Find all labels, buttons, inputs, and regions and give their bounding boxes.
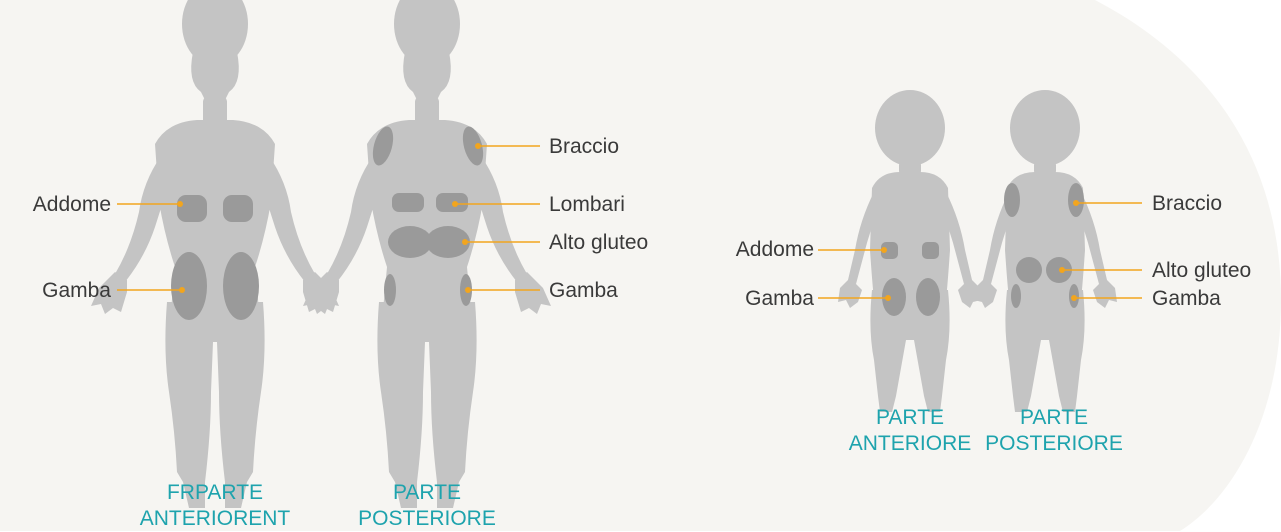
adult-back-buttock-dot — [462, 239, 468, 245]
adult-back-arm-dot — [475, 143, 481, 149]
adult-front-abdomen-zone-left — [177, 195, 207, 222]
adult-front-leg-zone-right — [223, 252, 259, 320]
adult-front-leg-label: Gamba — [42, 280, 111, 301]
child-back-arm-label: Braccio — [1152, 193, 1222, 214]
child-back-leg-dot — [1071, 295, 1077, 301]
adult-back-arm-label: Braccio — [549, 136, 619, 157]
adult-back-lower-back-zone-right — [436, 193, 468, 212]
adult-back-lower-back-zone-left — [392, 193, 424, 212]
child-front-abdomen-zone-right — [922, 242, 939, 259]
child-back-caption-line2: POSTERIORE — [984, 431, 1124, 457]
adult-back-leg-dot — [465, 287, 471, 293]
child-front-caption: PARTE ANTERIORE — [840, 405, 980, 457]
child-front-abdomen-dot — [881, 247, 887, 253]
adult-back-buttock-zone-left — [388, 226, 432, 258]
child-back-arm-dot — [1073, 200, 1079, 206]
adult-front-abdomen-zone-right — [223, 195, 253, 222]
child-back-arm-zone-left — [1004, 183, 1020, 217]
adult-front-leg-dot — [179, 287, 185, 293]
adult-front-abdomen-label: Addome — [33, 194, 111, 215]
child-back-caption: PARTE POSTERIORE — [984, 405, 1124, 457]
child-back-caption-line1: PARTE — [984, 405, 1124, 431]
child-front-leg-zone-right — [916, 278, 940, 316]
child-front-leg-label: Gamba — [745, 288, 814, 309]
child-back-buttock-dot — [1059, 267, 1065, 273]
adult-back-caption-line2: POSTERIORE — [327, 506, 527, 532]
adult-front-caption: FRPARTE ANTERIORENT — [115, 480, 315, 532]
child-back-leg-zone-left — [1011, 284, 1021, 308]
child-back-buttock-zone-left — [1016, 257, 1042, 283]
adult-back-buttock-label: Alto gluteo — [549, 232, 648, 253]
child-front-caption-line1: PARTE — [840, 405, 980, 431]
adult-back-leg-label: Gamba — [549, 280, 618, 301]
adult-front-caption-line1: FRPARTE — [115, 480, 315, 506]
adult-front-caption-line2: ANTERIORENT — [115, 506, 315, 532]
adult-back-lower-back-label: Lombari — [549, 194, 625, 215]
child-back-buttock-label: Alto gluteo — [1152, 260, 1251, 281]
adult-back-leg-zone-left — [384, 274, 396, 306]
adult-back-lower-back-dot — [452, 201, 458, 207]
child-front-caption-line2: ANTERIORE — [840, 431, 980, 457]
child-front-leg-dot — [885, 295, 891, 301]
adult-back-caption: PARTE POSTERIORE — [327, 480, 527, 532]
adult-back-caption-line1: PARTE — [327, 480, 527, 506]
adult-front-leg-zone-left — [171, 252, 207, 320]
child-back-leg-label: Gamba — [1152, 288, 1221, 309]
child-front-abdomen-label: Addome — [736, 239, 814, 260]
adult-front-abdomen-dot — [177, 201, 183, 207]
